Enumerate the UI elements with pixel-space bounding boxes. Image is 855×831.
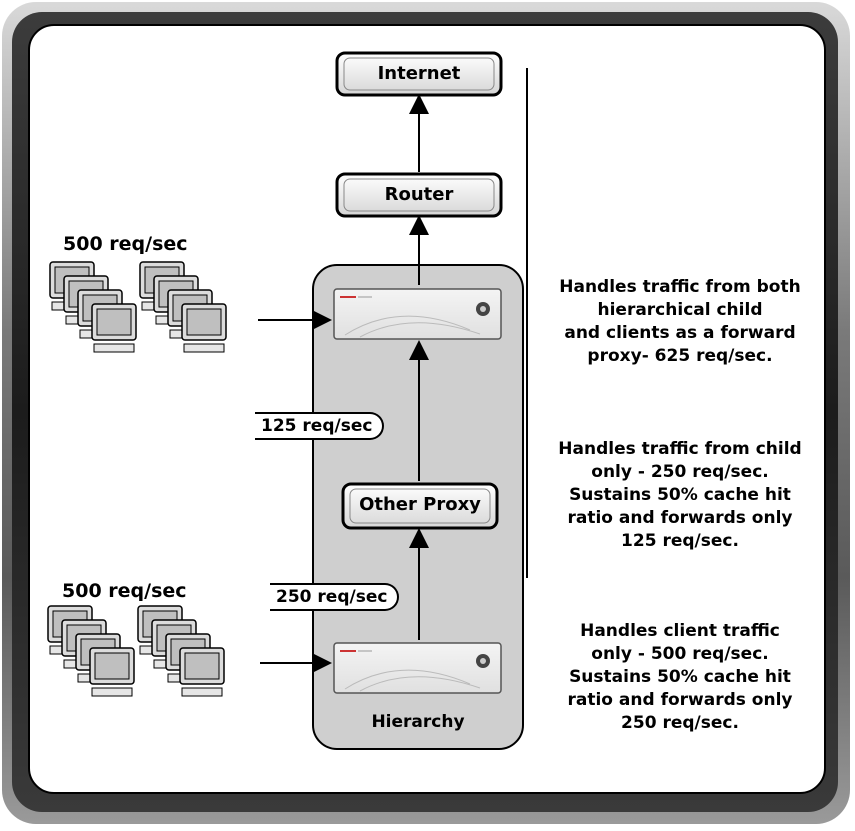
note-bottom-line: Sustains 50% cache hit [569,667,791,687]
note-middle-line: Sustains 50% cache hit [569,485,791,505]
note-top: Handles traffic from both hierarchical c… [520,276,840,368]
client-group-bottom [47,605,225,697]
bottom-clients-rate: 500 req/sec [62,580,187,602]
note-top-line: hierarchical child [597,300,763,320]
router-label: Router [384,184,454,205]
upper-link-rate: 125 req/sec [255,412,385,440]
note-middle: Handles traffic from child only - 250 re… [520,438,840,553]
note-middle-line: Handles traffic from child [558,439,802,459]
note-bottom-line: ratio and forwards only [567,690,793,710]
hierarchy-label: Hierarchy [371,712,465,732]
client-computer-icon [91,303,137,353]
internet-label: Internet [377,63,461,84]
lower-link-rate: 250 req/sec [270,583,400,611]
other-proxy-label: Other Proxy [359,494,481,515]
note-bottom-line: 250 req/sec. [621,713,739,733]
note-middle-line: ratio and forwards only [567,508,793,528]
note-middle-line: only - 250 req/sec. [591,462,769,482]
note-bottom: Handles client traffic only - 500 req/se… [520,620,840,735]
client-computer-icon [181,303,227,353]
note-bottom-line: only - 500 req/sec. [591,644,769,664]
top-clients-rate: 500 req/sec [63,233,188,255]
note-top-line: Handles traffic from both [559,277,801,297]
note-middle-line: 125 req/sec. [621,531,739,551]
note-top-line: and clients as a forward [564,323,796,343]
client-computer-icon [179,647,225,697]
note-bottom-line: Handles client traffic [580,621,780,641]
upper-proxy-appliance [333,288,502,340]
client-computer-icon [89,647,135,697]
client-group-top [49,261,227,353]
lower-proxy-appliance [333,642,502,694]
note-top-line: proxy- 625 req/sec. [587,346,773,366]
